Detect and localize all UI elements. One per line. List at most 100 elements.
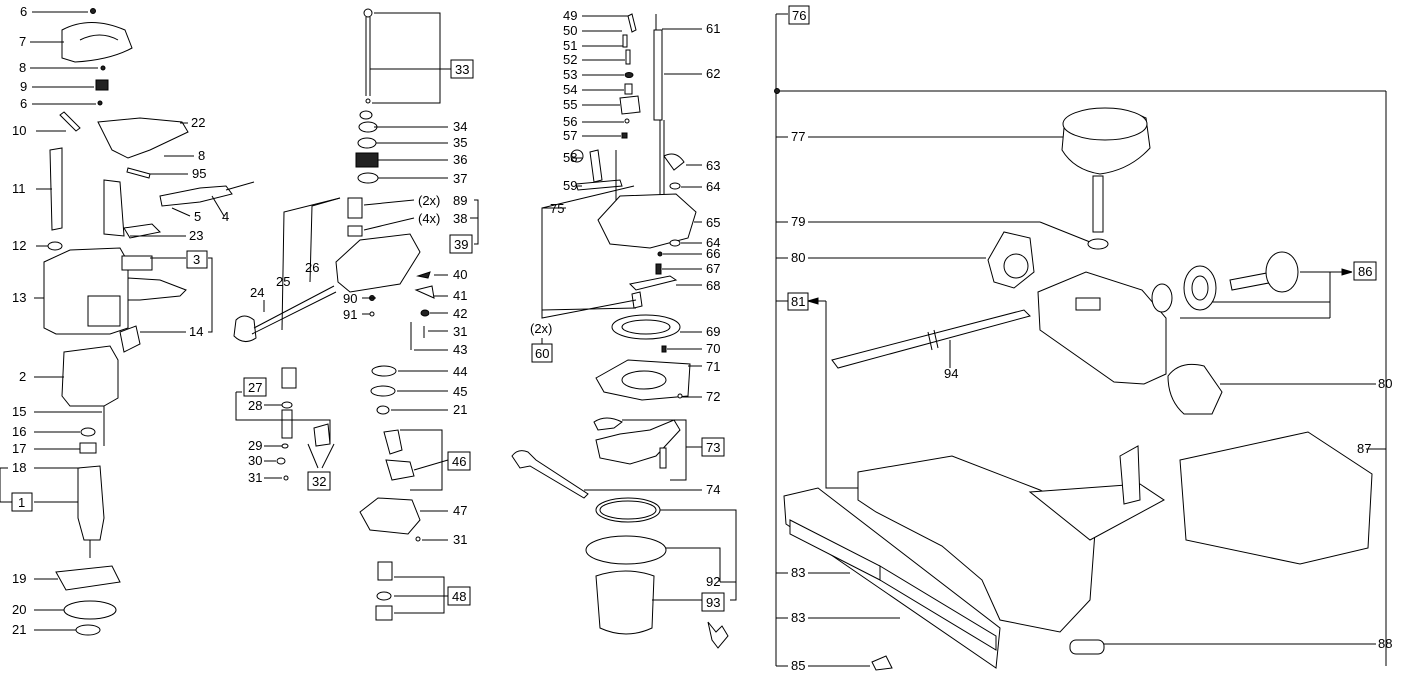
callout-21: 21: [12, 622, 26, 637]
dust-hood-drawing: [1179, 431, 1373, 565]
callout-box-60: [531, 343, 553, 363]
callout-77: 77: [791, 129, 805, 144]
callout-box-39: [449, 234, 473, 254]
callout-76: 76: [792, 8, 806, 23]
callout-83: 83: [791, 565, 805, 580]
callout-box-1: [11, 492, 33, 512]
callout-box-27: [243, 377, 267, 397]
callout-40: 40: [453, 267, 467, 282]
callout-44: 44: [453, 364, 467, 379]
callout-81: 81: [791, 294, 805, 309]
clip-drawing: [95, 79, 109, 91]
callout-57: 57: [563, 128, 577, 143]
motor-cap-drawing: [61, 22, 133, 63]
callout-42: 42: [453, 306, 467, 321]
callout-1: 1: [18, 495, 25, 510]
callout-74: 74: [706, 482, 720, 497]
callout-45: 45: [453, 384, 467, 399]
callout-37: 37: [453, 171, 467, 186]
threaded-rod-drawing: [653, 29, 663, 121]
callout-24: 24: [250, 285, 264, 300]
callout-47: 47: [453, 503, 467, 518]
callout-63: 63: [706, 158, 720, 173]
callout-31: 31: [453, 532, 467, 547]
callout-5: 5: [194, 209, 201, 224]
callout-49: 49: [563, 8, 577, 23]
gear-drawing: [63, 600, 117, 620]
callout-75: 75: [550, 201, 564, 216]
callout-35: 35: [453, 135, 467, 150]
callout-56: 56: [563, 114, 577, 129]
guide-rod-drawing: [831, 309, 1031, 369]
callout-55: 55: [563, 97, 577, 112]
callout-60: 60: [535, 346, 549, 361]
callout-box-86: [1353, 261, 1377, 281]
callout-31: 31: [248, 470, 262, 485]
callout-19: 19: [12, 571, 26, 586]
callout-20: 20: [12, 602, 26, 617]
callout-box-33: [450, 59, 474, 79]
callout-box-76: [788, 5, 810, 25]
callout-38: 38: [453, 211, 467, 226]
callout-46: 46: [452, 454, 466, 469]
callout-14: 14: [189, 324, 203, 339]
container-drawing: [595, 570, 655, 635]
callout-52: 52: [563, 52, 577, 67]
callout-18: 18: [12, 460, 26, 475]
callout-29: 29: [248, 438, 262, 453]
callout-64: 64: [706, 179, 720, 194]
callout-58: 58: [563, 150, 577, 165]
callout-95: 95: [192, 166, 206, 181]
callout-71: 71: [706, 359, 720, 374]
armature-drawing: [77, 465, 105, 541]
callout-box-48: [447, 586, 471, 606]
column-motor: 6 7 8 9 6 10 22 8 95 11 5 4 23 12 3 13 1…: [0, 4, 255, 637]
callout-66: 66: [706, 246, 720, 261]
callout-33: 33: [455, 62, 469, 77]
handle-cover-drawing: [97, 117, 189, 159]
base-plate-drawing: [335, 233, 421, 293]
callout-4: 4: [222, 209, 229, 224]
callout-41: 41: [453, 288, 467, 303]
guide-bracket-drawing: [1037, 271, 1167, 385]
depth-stop-drawing: [359, 497, 421, 535]
callout-61: 61: [706, 21, 720, 36]
callout-box-81: [787, 292, 809, 311]
callout-36: 36: [453, 152, 467, 167]
callout-11: 11: [12, 181, 26, 196]
callout-83: 83: [791, 610, 805, 625]
callout-65: 65: [706, 215, 720, 230]
callout-8: 8: [198, 148, 205, 163]
screw-drawing: [90, 8, 96, 14]
callout-3: 3: [193, 252, 200, 267]
callout-54: 54: [563, 82, 577, 97]
callout-89: 89: [453, 193, 467, 208]
callout-89-note: (2x): [418, 193, 440, 208]
callout-48: 48: [452, 589, 466, 604]
column-guide-stop: 76 77 79 80 81 86 94 80 87 83 83 88 85: [774, 5, 1392, 673]
callout-50: 50: [563, 23, 577, 38]
callout-9: 9: [20, 79, 27, 94]
callout-6: 6: [20, 96, 27, 111]
callout-15: 15: [12, 404, 26, 419]
callout-34: 34: [453, 119, 467, 134]
knob-wing-drawing: [1167, 363, 1223, 415]
callout-59: 59: [563, 178, 577, 193]
callout-27: 27: [248, 380, 262, 395]
callout-12: 12: [12, 238, 26, 253]
callout-30: 30: [248, 453, 262, 468]
callout-67: 67: [706, 261, 720, 276]
stator-drawing: [61, 345, 119, 407]
callout-32: 32: [312, 474, 326, 489]
callout-72: 72: [706, 389, 720, 404]
callout-68: 68: [706, 278, 720, 293]
callout-80: 80: [1378, 376, 1392, 391]
guide-base-drawing: [857, 455, 1097, 633]
callout-38-note: (4x): [418, 211, 440, 226]
callout-88: 88: [1378, 636, 1392, 651]
callout-69: 69: [706, 324, 720, 339]
callout-60-note: (2x): [530, 321, 552, 336]
callout-box-73: [701, 437, 725, 457]
callout-6: 6: [20, 4, 27, 19]
